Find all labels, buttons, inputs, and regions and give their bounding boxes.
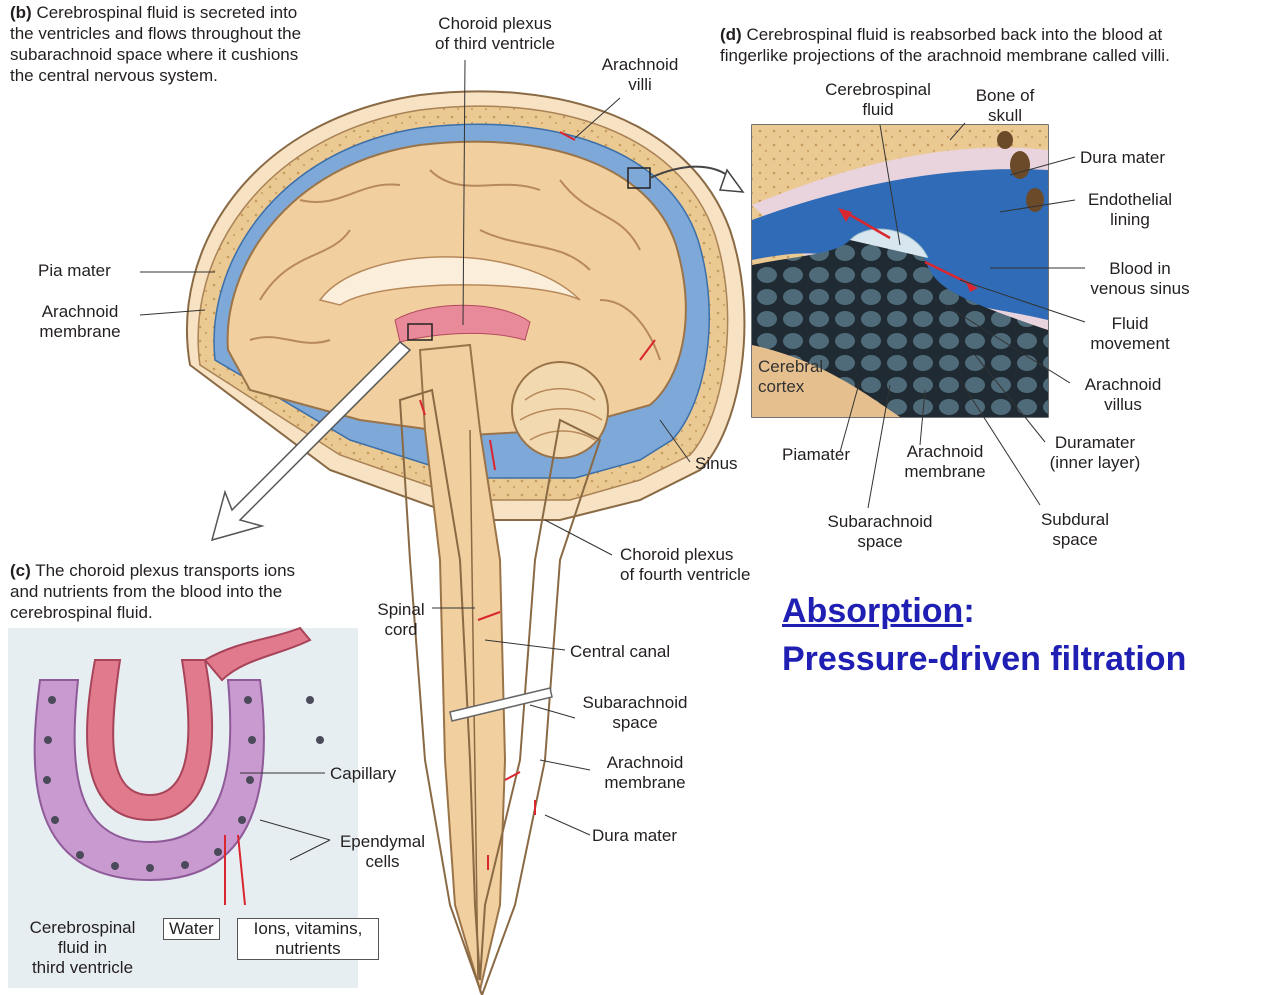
headline-absorption: Absorption: bbox=[782, 590, 975, 632]
headline-pressure-driven-filtration: Pressure-driven filtration bbox=[782, 638, 1186, 680]
label-sinus: Sinus bbox=[695, 454, 738, 474]
cerebellum bbox=[512, 362, 608, 458]
label-d-piamater: Piamater bbox=[782, 445, 850, 465]
label-c-water: Water bbox=[163, 918, 220, 940]
label-central-canal: Central canal bbox=[570, 642, 670, 662]
caption-c: (c) The choroid plexus transports ions a… bbox=[10, 560, 370, 623]
label-d-duramater-inner: Duramater(inner layer) bbox=[1030, 433, 1160, 473]
caption-d: (d) Cerebrospinal fluid is reabsorbed ba… bbox=[720, 24, 1275, 66]
label-dura-mater: Dura mater bbox=[592, 826, 677, 846]
caption-b: (b) Cerebrospinal fluid is secreted into… bbox=[10, 2, 380, 86]
label-c-capillary: Capillary bbox=[330, 764, 396, 784]
label-d-dura-mater: Dura mater bbox=[1080, 148, 1165, 168]
label-c-ions-vitamins-nutrients: Ions, vitamins,nutrients bbox=[237, 918, 379, 960]
label-pia-mater: Pia mater bbox=[38, 261, 111, 281]
